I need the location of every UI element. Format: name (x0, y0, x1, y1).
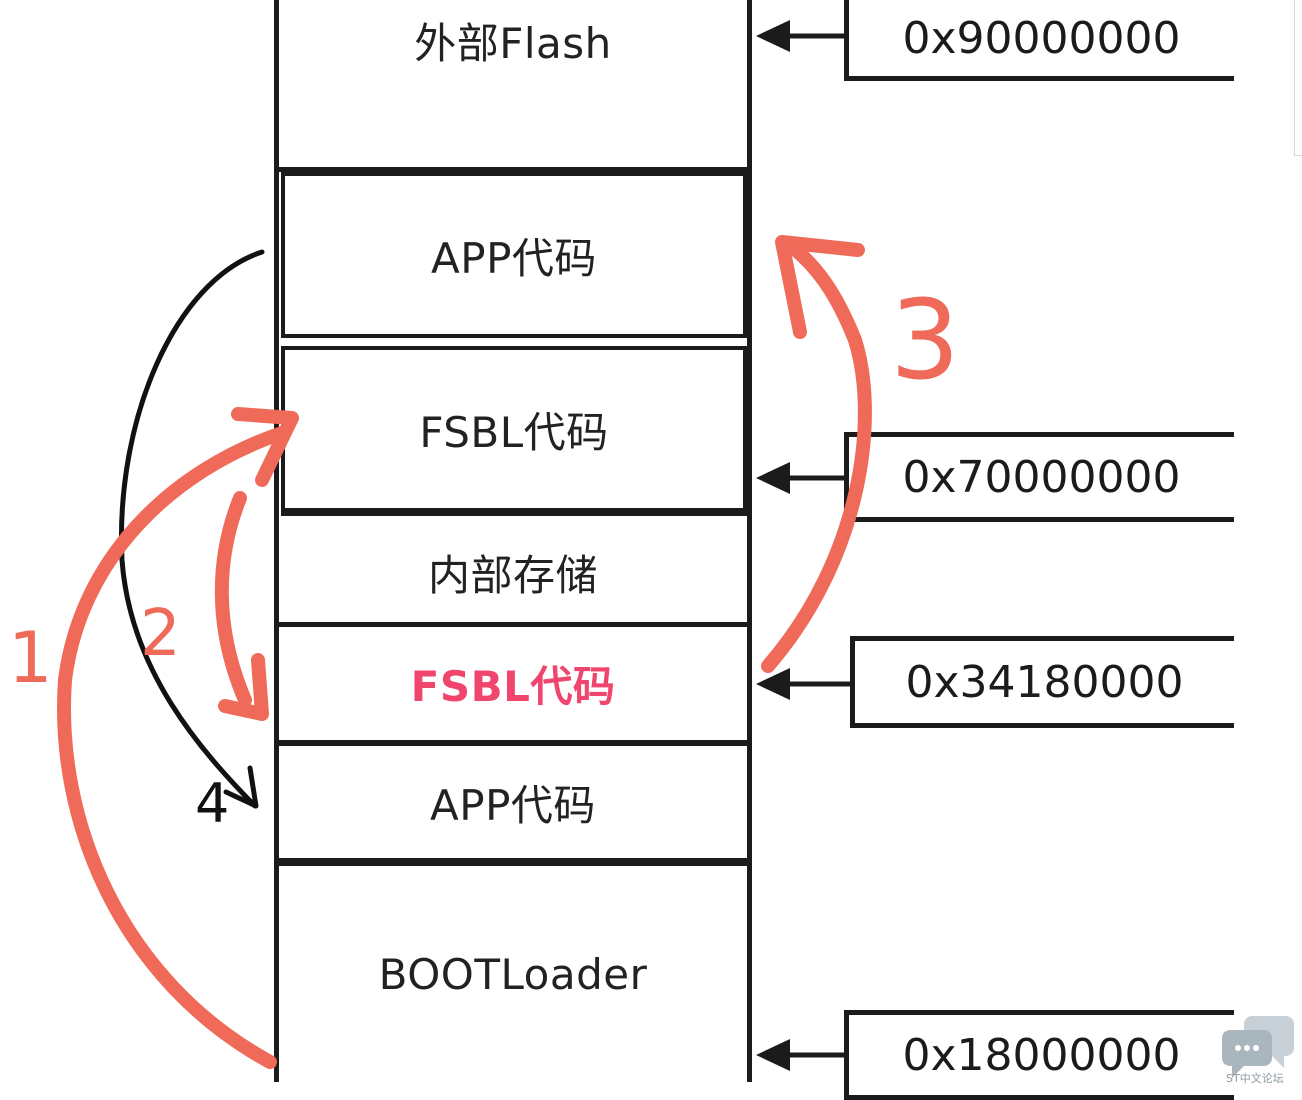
right-edge-divider (1294, 0, 1302, 156)
block-app-code-internal: APP代码 (279, 746, 747, 858)
internal-storage-label: 内部存储 (427, 550, 598, 600)
block-fsbl-code-internal: FSBL代码 (279, 627, 747, 740)
memory-map-column (274, 0, 752, 1082)
pointer-arrowhead-external-flash (756, 20, 790, 52)
fsbl-code-internal-label: FSBL代码 (410, 662, 616, 711)
divider (279, 167, 747, 172)
block-bootloader: BOOTLoader (279, 866, 747, 1082)
annotation-arrow-step3 (761, 235, 872, 673)
address-external-flash: 0x90000000 (902, 12, 1181, 64)
block-internal-storage: 内部存储 (279, 522, 747, 622)
annotation-arrow-step2 (214, 491, 269, 721)
pointer-arrowhead-fsbl-region (756, 462, 790, 494)
external-flash-label: 外部Flash (414, 18, 612, 68)
annotation-arrow-step1 (57, 407, 299, 1069)
block-app-code-top: APP代码 (281, 172, 747, 338)
divider (279, 740, 747, 746)
fsbl-code-top-label: FSBL代码 (419, 407, 609, 457)
step-1-label: 1 (8, 617, 53, 699)
address-fsbl-region: 0x70000000 (902, 451, 1181, 503)
address-internal-fsbl: 0x34180000 (905, 656, 1184, 708)
step-4-label: 4 (195, 772, 229, 835)
address-box-internal-fsbl: 0x34180000 (850, 636, 1234, 728)
step-3-label: 3 (890, 276, 960, 404)
step-2-label: 2 (140, 597, 181, 671)
address-pointer-arrows (756, 20, 850, 1071)
watermark-text: ST中文论坛 (1226, 1072, 1284, 1085)
pointer-arrowhead-internal-fsbl (756, 668, 790, 700)
divider (279, 858, 747, 866)
pointer-arrowhead-bootloader (756, 1039, 790, 1071)
app-code-internal-label: APP代码 (430, 780, 596, 830)
address-box-fsbl-region: 0x70000000 (844, 432, 1234, 522)
address-bootloader: 0x18000000 (902, 1029, 1181, 1081)
annotation-arrow-step4 (118, 249, 265, 809)
address-box-external-flash: 0x90000000 (844, 0, 1234, 81)
chat-bubbles-icon (1222, 1016, 1294, 1078)
app-code-top-label: APP代码 (431, 233, 597, 283)
bootloader-label: BOOTLoader (378, 949, 648, 999)
block-external-flash: 外部Flash (279, 0, 747, 80)
divider (279, 622, 747, 627)
